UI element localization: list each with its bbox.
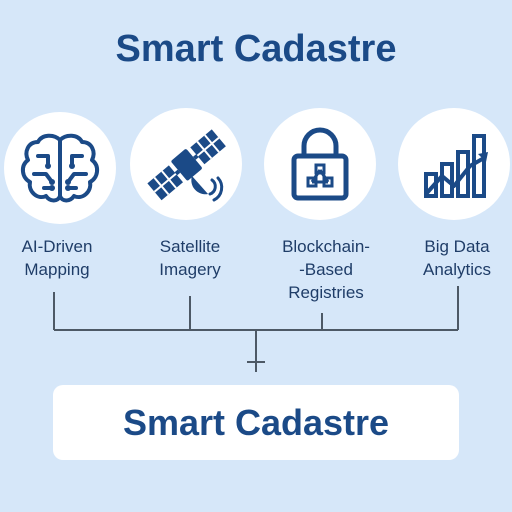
- result-box: Smart Cadastre: [53, 385, 459, 460]
- brain-icon: [21, 133, 99, 203]
- pillar-label-ai-driven-mapping: AI-Driven Mapping: [21, 237, 93, 279]
- page-title: Smart Cadastre: [115, 28, 397, 70]
- padlock-blockchain-icon: [291, 127, 349, 201]
- satellite-icon: [147, 129, 226, 202]
- pillar-big-data-analytics: [398, 108, 510, 220]
- result-title: Smart Cadastre: [122, 401, 390, 443]
- pillar-label-big-data-analytics: Big Data Analytics: [422, 237, 492, 279]
- pillar-blockchain-registries: [264, 108, 376, 220]
- pillar-ai-driven-mapping: [4, 112, 116, 224]
- pillar-label-satellite-imagery: Satellite Imagery: [159, 237, 221, 279]
- pillar-satellite-imagery: [130, 108, 242, 220]
- pillar-label-blockchain-registries: Blockchain- -Based Registries: [282, 237, 370, 302]
- bar-chart-trend-icon: [424, 134, 488, 198]
